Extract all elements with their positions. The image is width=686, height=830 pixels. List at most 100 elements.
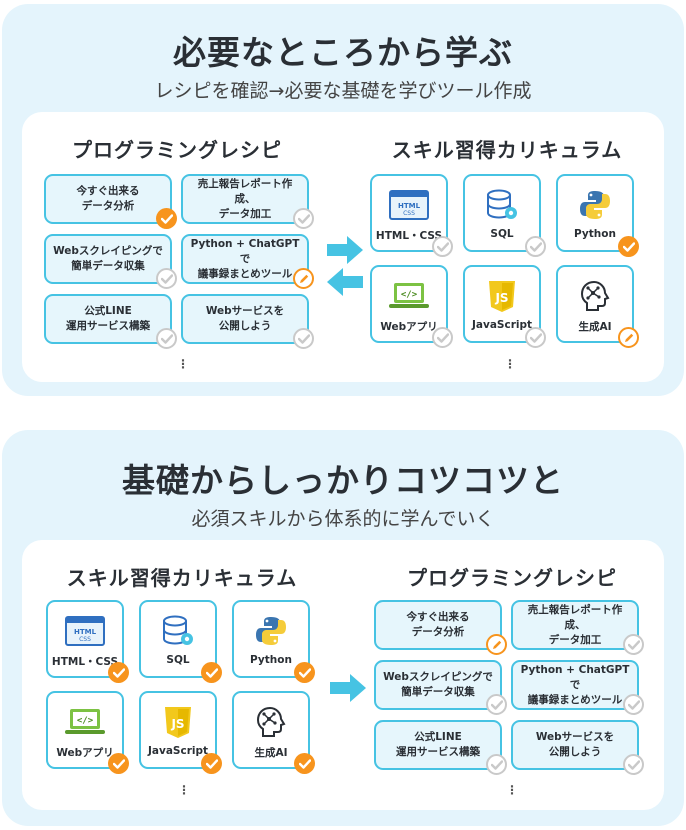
recipe-card[interactable]: Webサービスを 公開しよう xyxy=(181,294,314,349)
svg-text:</>: </> xyxy=(77,716,94,726)
bottom-subtitle: 必須スキルから体系的に学んでいく xyxy=(191,508,495,530)
skill-card[interactable]: Python xyxy=(232,600,315,683)
right-arrow-icon xyxy=(330,674,366,702)
skill-card[interactable]: </> Webアプリ xyxy=(370,265,453,348)
recipe-card[interactable]: Webスクレイピングで 簡単データ収集 xyxy=(374,660,507,715)
svg-text:CSS: CSS xyxy=(79,636,91,643)
more-recipes-indicator: ⋮ xyxy=(177,357,189,371)
recipe-label: 今すぐ出来る データ分析 xyxy=(406,611,470,638)
recipe-label: 公式LINE 運用サービス構築 xyxy=(396,731,480,758)
in-progress-pencil-icon xyxy=(486,634,507,655)
completed-check-icon xyxy=(618,236,639,257)
javascript-icon: JS xyxy=(141,705,215,739)
incomplete-check-icon xyxy=(293,328,314,349)
bottom-title: 基礎からしっかりコツコツと xyxy=(122,461,564,500)
database-icon xyxy=(141,614,215,648)
skill-label: SQL xyxy=(490,228,514,240)
ai-head-icon xyxy=(234,705,308,739)
skill-card[interactable]: JS JavaScript xyxy=(463,265,546,348)
skill-label: HTML・CSS xyxy=(375,230,443,242)
recipe-card[interactable]: Webサービスを 公開しよう xyxy=(511,720,644,775)
javascript-icon: JS xyxy=(465,279,539,313)
skill-label: Webアプリ xyxy=(380,321,438,333)
skill-label: JavaScript xyxy=(471,319,533,331)
python-icon xyxy=(558,188,632,222)
recipe-label: Webサービスを 公開しよう xyxy=(205,305,285,332)
recipe-label: Python + ChatGPTで 議事録まとめツール xyxy=(190,237,300,280)
skill-label: HTML・CSS xyxy=(51,656,119,668)
in-progress-pencil-icon xyxy=(293,268,314,289)
database-icon xyxy=(465,188,539,222)
svg-text:JS: JS xyxy=(170,717,184,731)
incomplete-check-icon xyxy=(432,327,453,348)
top-content-card: プログラミングレシピ スキル習得カリキュラム 今すぐ出来る データ分析 売上報告レ… xyxy=(22,112,664,382)
incomplete-check-icon xyxy=(156,268,177,289)
top-subtitle: レシピを確認→必要な基礎を学びツール作成 xyxy=(154,80,532,102)
completed-check-icon xyxy=(294,662,315,683)
incomplete-check-icon xyxy=(486,694,507,715)
incomplete-check-icon xyxy=(525,327,546,348)
incomplete-check-icon xyxy=(623,634,644,655)
recipe-card[interactable]: 売上報告レポート作成、 データ加工 xyxy=(511,600,644,655)
recipe-card[interactable]: Python + ChatGPTで 議事録まとめツール xyxy=(511,660,644,715)
swap-arrows-icon xyxy=(327,236,363,296)
recipe-label: Python + ChatGPTで 議事録まとめツール xyxy=(520,663,630,706)
in-progress-pencil-icon xyxy=(618,327,639,348)
completed-check-icon xyxy=(108,753,129,774)
skill-label: Webアプリ xyxy=(56,747,114,759)
bottom-panel: 基礎からしっかりコツコツと 必須スキルから体系的に学んでいく スキル習得カリキュ… xyxy=(2,430,684,826)
skill-card[interactable]: SQL xyxy=(463,174,546,257)
skill-label: Python xyxy=(250,654,292,666)
recipe-card[interactable]: 売上報告レポート作成、 データ加工 xyxy=(181,174,314,229)
recipe-card[interactable]: Webスクレイピングで 簡単データ収集 xyxy=(44,234,177,289)
recipe-label: 売上報告レポート作成、 データ加工 xyxy=(197,177,293,220)
skill-label: 生成AI xyxy=(254,747,288,759)
incomplete-check-icon xyxy=(623,754,644,775)
recipe-card[interactable]: 公式LINE 運用サービス構築 xyxy=(44,294,177,349)
recipe-label: Webスクレイピングで 簡単データ収集 xyxy=(383,671,493,698)
completed-check-icon xyxy=(108,662,129,683)
top-skills-heading: スキル習得カリキュラム xyxy=(391,138,623,162)
completed-check-icon xyxy=(156,208,177,229)
recipe-card[interactable]: 今すぐ出来る データ分析 xyxy=(374,600,507,655)
svg-text:JS: JS xyxy=(494,291,508,305)
recipe-label: Webスクレイピングで 簡単データ収集 xyxy=(53,245,163,272)
incomplete-check-icon xyxy=(525,236,546,257)
bottom-recipes-heading: プログラミングレシピ xyxy=(407,566,617,590)
incomplete-check-icon xyxy=(293,208,314,229)
skill-card[interactable]: 生成AI xyxy=(232,691,315,774)
incomplete-check-icon xyxy=(623,694,644,715)
top-recipes-heading: プログラミングレシピ xyxy=(72,138,282,162)
svg-text:HTML: HTML xyxy=(398,202,421,210)
python-icon xyxy=(234,614,308,648)
laptop-code-icon: </> xyxy=(372,279,446,313)
skill-label: Python xyxy=(574,228,616,240)
more-recipes-indicator: ⋮ xyxy=(506,783,518,797)
ai-head-icon xyxy=(558,279,632,313)
skill-card[interactable]: Python xyxy=(556,174,639,257)
recipe-label: 今すぐ出来る データ分析 xyxy=(76,185,140,212)
skill-label: SQL xyxy=(166,654,190,666)
more-skills-indicator: ⋮ xyxy=(178,783,190,797)
recipe-card[interactable]: 公式LINE 運用サービス構築 xyxy=(374,720,507,775)
top-panel: 必要なところから学ぶ レシピを確認→必要な基礎を学びツール作成 プログラミングレ… xyxy=(2,4,684,396)
laptop-code-icon: </> xyxy=(48,705,122,739)
skill-card[interactable]: 生成AI xyxy=(556,265,639,348)
incomplete-check-icon xyxy=(156,328,177,349)
skill-card[interactable]: </> Webアプリ xyxy=(46,691,129,774)
skill-card[interactable]: SQL xyxy=(139,600,222,683)
recipe-label: Webサービスを 公開しよう xyxy=(535,731,615,758)
recipe-card[interactable]: 今すぐ出来る データ分析 xyxy=(44,174,177,229)
svg-text:CSS: CSS xyxy=(403,210,415,217)
completed-check-icon xyxy=(294,753,315,774)
more-skills-indicator: ⋮ xyxy=(504,357,516,371)
recipe-card[interactable]: Python + ChatGPTで 議事録まとめツール xyxy=(181,234,314,289)
completed-check-icon xyxy=(201,753,222,774)
incomplete-check-icon xyxy=(486,754,507,775)
